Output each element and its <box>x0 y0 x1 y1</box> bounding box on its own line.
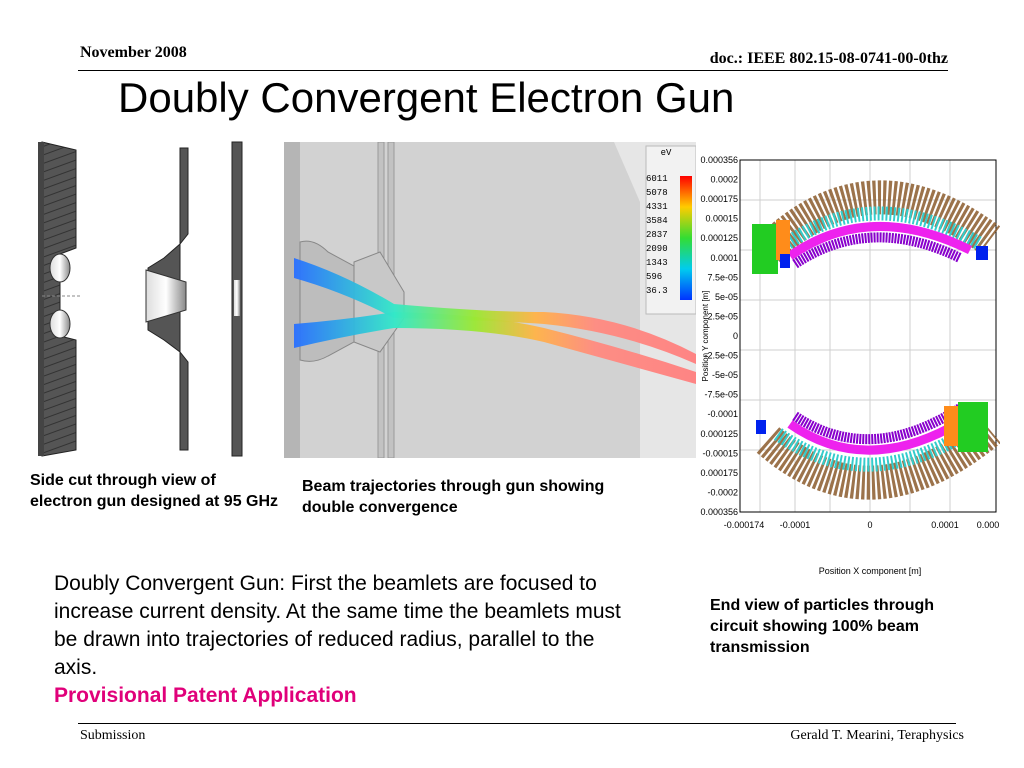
gun-cutaway-caption: Side cut through view of electron gun de… <box>30 472 279 510</box>
x-tick-label: -0.000174 <box>724 520 765 530</box>
y-tick-label: 7.5e-05 <box>707 272 738 282</box>
gun-cutaway-figure <box>36 140 262 458</box>
footer-left: Submission <box>80 728 146 743</box>
legend-value: 6011 <box>646 174 668 184</box>
y-tick-label: 0.000125 <box>700 233 738 243</box>
legend-value: 2090 <box>646 244 668 254</box>
header-doc-id: doc.: IEEE 802.15-08-0741-00-0thz <box>709 50 948 67</box>
header-date: November 2008 <box>80 44 187 61</box>
y-tick-label: -0.000175 <box>700 468 738 478</box>
x-tick-label: 0.0001 <box>931 520 959 530</box>
y-tick-label: 2.5e-05 <box>707 311 738 321</box>
patent-note: Provisional Patent Application <box>54 684 357 707</box>
end-view-plot: 0.000356 0.0002 0.000175 0.00015 0.000125 0.0… <box>700 140 1000 580</box>
footer-rule <box>78 723 956 724</box>
legend-value: 2837 <box>646 230 668 240</box>
legend-value: 4331 <box>646 202 668 212</box>
y-tick-label: -0.000356 <box>700 507 738 517</box>
x-tick-label: 0.000 <box>977 520 1000 530</box>
x-tick-label: 0 <box>867 520 872 530</box>
y-tick-label: 5e-05 <box>715 292 738 302</box>
legend-value: 5078 <box>646 188 668 198</box>
footer-right: Gerald T. Mearini, Teraphysics <box>790 728 964 743</box>
legend-value: 1343 <box>646 258 668 268</box>
legend-value: 36.3 <box>646 286 668 296</box>
body-paragraph: Doubly Convergent Gun: First the beamlet… <box>54 572 621 679</box>
beam-trajectory-figure <box>284 142 696 458</box>
y-tick-label: 0.000175 <box>700 194 738 204</box>
slide-title: Doubly Convergent Electron Gun <box>118 74 735 121</box>
x-axis-label: Position X component [m] <box>819 566 922 576</box>
beam-trajectory-caption: Beam trajectories through gun showing do… <box>302 478 605 516</box>
x-tick-label: -0.0001 <box>780 520 811 530</box>
color-legend-values: 6011 5078 4331 3584 2837 2090 1343 596 3… <box>646 172 678 298</box>
y-tick-label: 0.0002 <box>710 175 738 185</box>
end-view-caption: End view of particles through circuit sh… <box>710 597 935 656</box>
y-tick-label: 0 <box>733 331 738 341</box>
y-tick-label: -0.0001 <box>707 409 738 419</box>
y-tick-label: -5e-05 <box>712 370 738 380</box>
header-rule <box>78 70 948 71</box>
y-tick-label: 0.0001 <box>710 253 738 263</box>
legend-unit: eV <box>660 148 672 158</box>
body-text: Doubly Convergent Gun: First the beamlet… <box>54 570 634 710</box>
y-tick-label: 0.00015 <box>705 214 738 224</box>
y-tick-label: -0.0002 <box>707 487 738 497</box>
legend-value: 596 <box>646 272 663 282</box>
y-tick-label: -2.5e-05 <box>704 351 738 361</box>
y-tick-label: -7.5e-05 <box>704 390 738 400</box>
legend-value: 3584 <box>646 216 668 226</box>
y-tick-label: 0.000356 <box>700 155 738 165</box>
y-tick-label: -0.000125 <box>700 429 738 439</box>
y-tick-label: -0.00015 <box>702 448 738 458</box>
y-axis-label: Position Y component [m] <box>701 291 710 382</box>
